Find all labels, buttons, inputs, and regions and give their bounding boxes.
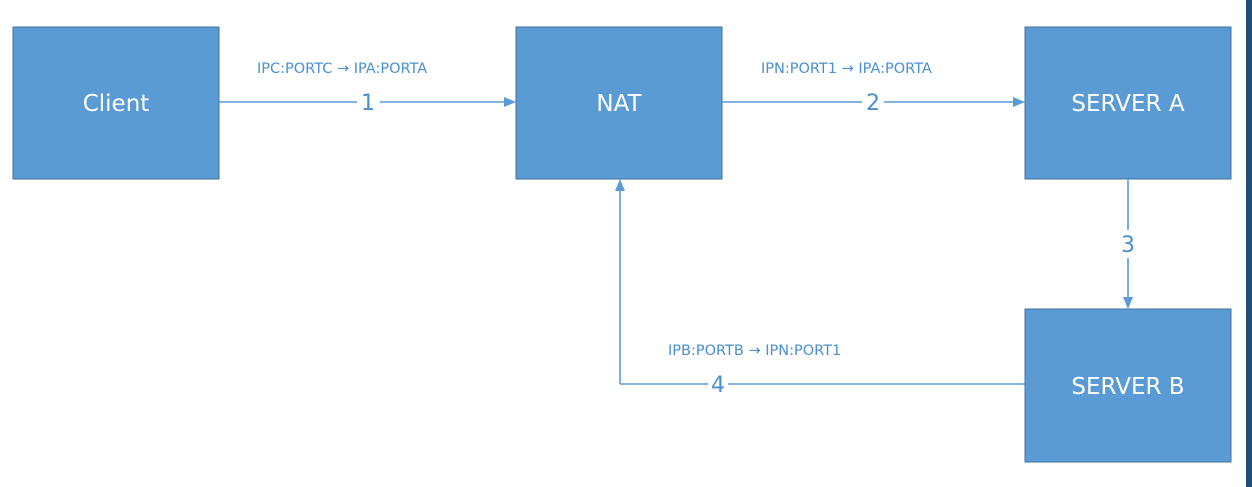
connector-4: 4 IPB:PORTB → IPN:PORT1 xyxy=(615,179,1025,398)
arrowhead-4 xyxy=(615,179,625,191)
arrowhead-1 xyxy=(504,97,516,107)
node-server-b-label: SERVER B xyxy=(1071,374,1184,400)
connector-3: 3 xyxy=(1121,179,1135,309)
right-edge-bar xyxy=(1246,0,1252,487)
arrowhead-3 xyxy=(1123,297,1133,309)
connector-1: 1 IPC:PORTC → IPA:PORTA xyxy=(219,61,516,116)
step-number-2: 2 xyxy=(866,91,880,116)
node-nat: NAT xyxy=(515,26,723,180)
node-server-a: SERVER A xyxy=(1024,26,1232,180)
connector-2: 2 IPN:PORT1 → IPA:PORTA xyxy=(722,61,1025,116)
connector-2-label: IPN:PORT1 → IPA:PORTA xyxy=(761,61,932,77)
step-number-1: 1 xyxy=(361,91,375,116)
node-server-a-label: SERVER A xyxy=(1071,91,1184,117)
node-client-label: Client xyxy=(83,91,150,117)
node-server-b: SERVER B xyxy=(1024,308,1232,463)
step-number-4: 4 xyxy=(711,373,725,398)
step-number-3: 3 xyxy=(1121,233,1135,258)
node-nat-label: NAT xyxy=(596,91,642,117)
arrowhead-2 xyxy=(1013,97,1025,107)
node-client: Client xyxy=(12,26,220,180)
connector-1-label: IPC:PORTC → IPA:PORTA xyxy=(257,61,427,77)
connector-4-label: IPB:PORTB → IPN:PORT1 xyxy=(668,343,841,359)
